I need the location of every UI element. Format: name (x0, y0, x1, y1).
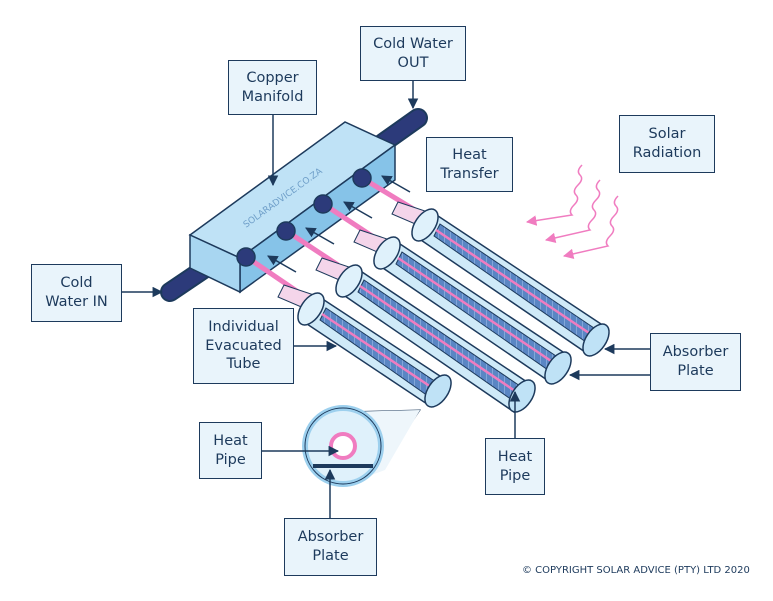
label-solar-radiation: Solar Radiation (619, 115, 715, 173)
label-copper-manifold: Copper Manifold (228, 60, 317, 115)
label-heat-pipe-left: Heat Pipe (199, 422, 262, 479)
evacuated-tube-2 (276, 221, 536, 414)
evacuated-tube-3 (313, 194, 572, 385)
solar-radiation-rays (525, 164, 619, 260)
label-individual-evacuated-tube: Individual Evacuated Tube (193, 308, 294, 384)
label-heat-pipe-bottom: Heat Pipe (485, 438, 545, 495)
evacuated-tube-4 (352, 168, 610, 357)
leader-lines (122, 81, 650, 518)
label-absorber-plate-right: Absorber Plate (650, 333, 741, 391)
heat-transfer-arrows (267, 175, 411, 273)
tube-cross-section (302, 405, 421, 487)
copyright-notice: © COPYRIGHT SOLAR ADVICE (PTY) LTD 2020 (522, 565, 750, 576)
label-cold-water-in: Cold Water IN (31, 264, 122, 322)
label-heat-transfer: Heat Transfer (426, 137, 513, 192)
label-absorber-plate-bottom: Absorber Plate (284, 518, 377, 576)
label-cold-water-out: Cold Water OUT (360, 26, 466, 81)
evacuated-tube-1 (236, 247, 452, 408)
copper-manifold: SOLARADVICE.CO.ZA (188, 121, 397, 294)
